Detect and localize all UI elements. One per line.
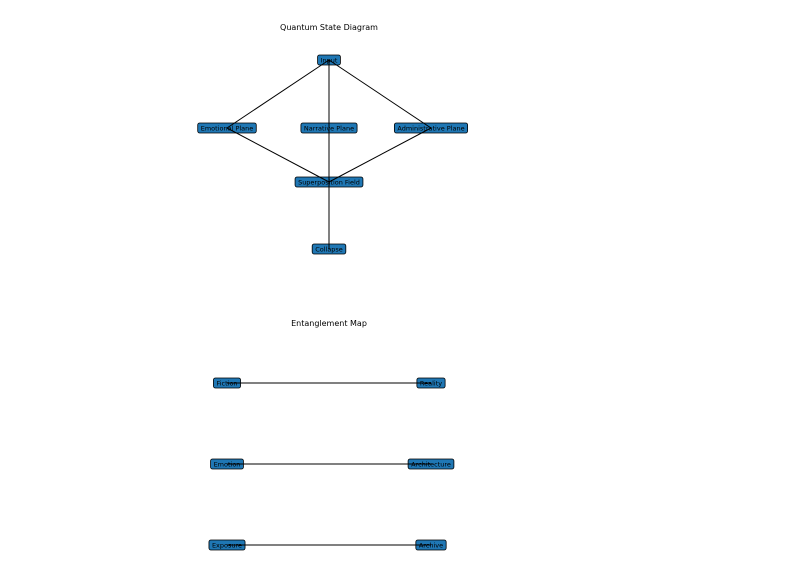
node-label-reality: Reality xyxy=(420,379,442,387)
edge-administrative-superposition xyxy=(328,127,432,183)
node-label-collapse: Collapse xyxy=(315,245,343,253)
edge-group-quantum xyxy=(226,59,432,249)
edge-input-administrative xyxy=(328,59,432,129)
edge-group-entanglement xyxy=(227,382,431,546)
edge-emotional-superposition xyxy=(226,127,330,183)
edge-input-emotional xyxy=(226,59,330,129)
diagram-title-quantum: Quantum State Diagram xyxy=(280,23,378,32)
diagram-title-entanglement: Entanglement Map xyxy=(291,319,367,328)
